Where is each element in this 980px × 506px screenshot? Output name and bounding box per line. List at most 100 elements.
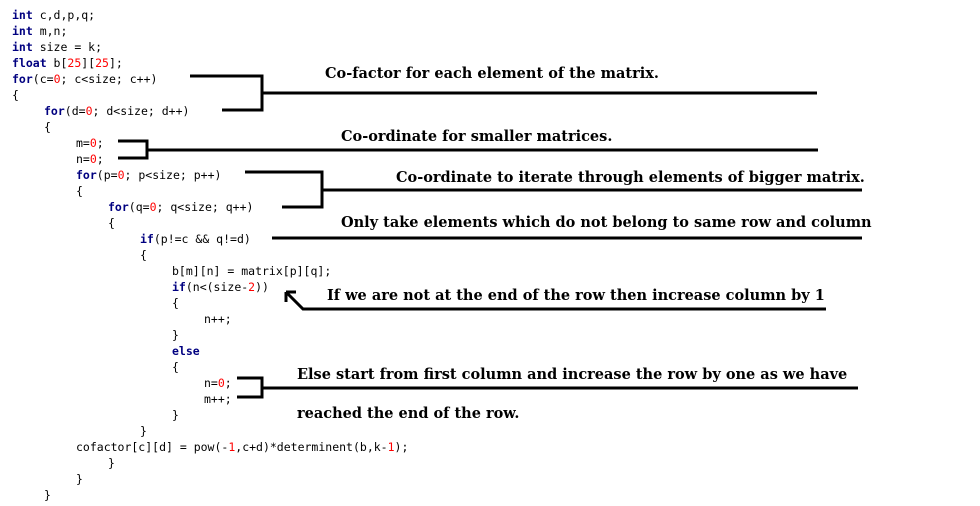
- code-token: ,c+d)*determinent(b,k-: [235, 440, 388, 454]
- code-token: 0: [53, 72, 61, 86]
- code-line: }: [76, 471, 83, 487]
- code-token: 1: [228, 440, 236, 454]
- code-line: {: [172, 295, 179, 311]
- code-token: if: [172, 280, 186, 294]
- code-line: n=0;: [76, 151, 104, 167]
- code-token: 1: [387, 440, 395, 454]
- code-line: m=0;: [76, 135, 104, 151]
- code-line: b[m][n] = matrix[p][q];: [172, 263, 331, 279]
- code-token: (c=: [32, 72, 54, 86]
- code-token: ;: [96, 152, 104, 166]
- note-reached: reached the end of the row.: [297, 405, 520, 422]
- note-not-end: If we are not at the end of the row then…: [327, 287, 825, 304]
- code-token: }: [172, 328, 179, 342]
- code-token: {: [172, 296, 179, 310]
- code-token: cofactor[c][d] = pow(-: [76, 440, 229, 454]
- code-token: size = k;: [32, 40, 103, 54]
- code-token: (p=: [96, 168, 118, 182]
- code-token: {: [172, 360, 179, 374]
- code-line: {: [108, 215, 115, 231]
- code-token: (d=: [64, 104, 86, 118]
- code-line: {: [12, 87, 19, 103]
- code-token: for: [44, 104, 65, 118]
- code-line: else: [172, 343, 200, 359]
- code-token: float: [12, 56, 47, 70]
- code-token: b[m][n] = matrix[p][q];: [172, 264, 332, 278]
- code-line: n=0;: [204, 375, 232, 391]
- code-token: c,d,p,q;: [32, 8, 96, 22]
- code-token: int: [12, 8, 33, 22]
- code-token: ];: [108, 56, 123, 70]
- code-token: for: [12, 72, 33, 86]
- code-token: n=: [76, 152, 90, 166]
- code-line: m++;: [204, 391, 232, 407]
- code-line: }: [140, 423, 147, 439]
- code-token: 2: [248, 280, 256, 294]
- code-token: 25: [95, 56, 109, 70]
- code-token: );: [394, 440, 409, 454]
- code-token: m=: [76, 136, 90, 150]
- code-token: }: [44, 488, 51, 502]
- code-token: 25: [67, 56, 82, 70]
- code-line: for(d=0; d<size; d++): [44, 103, 189, 119]
- code-token: n++;: [204, 312, 232, 326]
- code-token: )): [255, 280, 269, 294]
- code-token: ; d<size; d++): [92, 104, 190, 118]
- code-line: n++;: [204, 311, 232, 327]
- code-line: for(q=0; q<size; q++): [108, 199, 253, 215]
- code-token: }: [140, 424, 147, 438]
- code-line: {: [172, 359, 179, 375]
- code-line: int m,n;: [12, 23, 67, 39]
- code-token: }: [108, 456, 115, 470]
- code-line: int size = k;: [12, 39, 102, 55]
- code-line: int c,d,p,q;: [12, 7, 95, 23]
- code-token: (p!=c && q!=d): [153, 232, 251, 246]
- code-token: ][: [81, 56, 96, 70]
- code-token: int: [12, 40, 33, 54]
- code-line: cofactor[c][d] = pow(-1,c+d)*determinent…: [76, 439, 408, 455]
- code-token: if: [140, 232, 154, 246]
- code-token: {: [44, 120, 51, 134]
- code-token: ;: [96, 136, 104, 150]
- code-token: {: [140, 248, 147, 262]
- code-line: }: [172, 327, 179, 343]
- code-line: }: [172, 407, 179, 423]
- code-token: m,n;: [32, 24, 68, 38]
- note-smaller-matrices: Co-ordinate for smaller matrices.: [341, 128, 613, 145]
- code-token: 0: [149, 200, 157, 214]
- code-line: for(c=0; c<size; c++): [12, 71, 157, 87]
- code-token: 0: [217, 376, 225, 390]
- code-token: (q=: [128, 200, 150, 214]
- code-token: ; c<size; c++): [60, 72, 158, 86]
- code-token: }: [76, 472, 83, 486]
- code-line: if(n<(size-2)): [172, 279, 269, 295]
- code-token: ; p<size; p++): [124, 168, 222, 182]
- code-line: }: [108, 455, 115, 471]
- code-line: for(p=0; p<size; p++): [76, 167, 221, 183]
- note-iterate: Co-ordinate to iterate through elements …: [396, 169, 865, 186]
- code-token: ;: [224, 376, 232, 390]
- note-only-take: Only take elements which do not belong t…: [341, 214, 872, 231]
- code-line: if(p!=c && q!=d): [140, 231, 251, 247]
- code-token: 0: [89, 152, 97, 166]
- code-token: n=: [204, 376, 218, 390]
- note-cofactor: Co-factor for each element of the matrix…: [325, 65, 659, 82]
- code-token: for: [76, 168, 97, 182]
- code-token: 0: [89, 136, 97, 150]
- code-line: }: [44, 487, 51, 503]
- code-line: {: [44, 119, 51, 135]
- code-token: 0: [117, 168, 125, 182]
- note-else-start: Else start from first column and increas…: [297, 366, 848, 383]
- code-token: int: [12, 24, 33, 38]
- code-token: {: [76, 184, 83, 198]
- code-token: }: [172, 408, 179, 422]
- code-token: else: [172, 344, 200, 358]
- code-token: 0: [85, 104, 93, 118]
- code-token: for: [108, 200, 129, 214]
- code-line: {: [76, 183, 83, 199]
- code-line: float b[25][25];: [12, 55, 123, 71]
- code-token: ; q<size; q++): [156, 200, 254, 214]
- code-token: m++;: [204, 392, 232, 406]
- code-line: {: [140, 247, 147, 263]
